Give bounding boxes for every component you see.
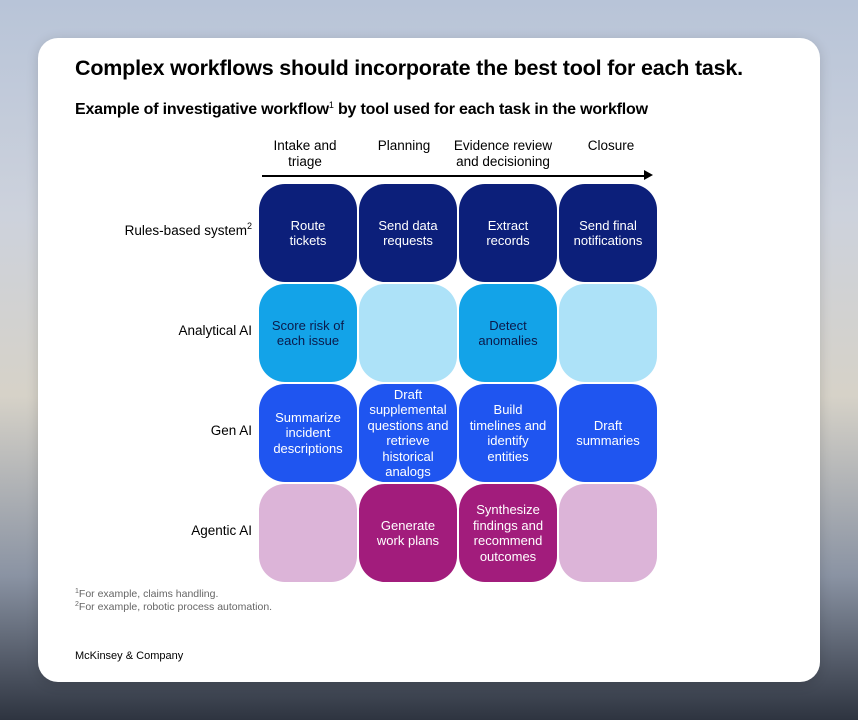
subtitle-text-end: by tool used for each task in the workfl… (333, 101, 648, 118)
cell-genai-evidence: Build timelines and identify entities (459, 384, 557, 482)
infographic-card: Complex workflows should incorporate the… (38, 38, 820, 682)
phase-closure: Closure (587, 138, 635, 153)
phase-planning: Planning (377, 138, 431, 153)
phase-evidence-review: Evidence review and decisioning (453, 138, 553, 169)
footnote-marker: 2 (75, 601, 79, 608)
subtitle-footnote-ref: 1 (328, 100, 334, 110)
subtitle-text: Example of investigative workflow (75, 101, 329, 118)
arrow-head-icon (644, 170, 653, 180)
footnotes: 1For example, claims handling. 2For exam… (75, 588, 272, 614)
row-label-gen-ai: Gen AI (210, 423, 252, 438)
brand-logo-text: McKinsey & Company (75, 650, 184, 662)
footnote-text: For example, claims handling. (78, 588, 219, 600)
cell-analytical-closure (559, 284, 657, 382)
cell-agentic-closure (559, 484, 657, 582)
row-label-rules-based: Rules-based system2 (38, 221, 252, 239)
cell-genai-closure: Draft summaries (559, 384, 657, 482)
cell-rules-evidence: Extract records (459, 184, 557, 282)
cell-agentic-planning: Generate work plans (359, 484, 457, 582)
footnote-1: 1For example, claims handling. (75, 588, 272, 601)
subtitle: Example of investigative workflow1 by to… (75, 101, 648, 119)
cell-analytical-planning (359, 284, 457, 382)
row-label-text: Rules-based system (124, 223, 247, 238)
cell-rules-planning: Send data requests (359, 184, 457, 282)
row-label-agentic-ai: Agentic AI (191, 523, 252, 538)
footnote-2: 2For example, robotic process automation… (75, 601, 272, 614)
cell-rules-closure: Send final notifications (559, 184, 657, 282)
cell-genai-intake: Summarize incident descriptions (259, 384, 357, 482)
cell-agentic-evidence: Synthesize findings and recommend outcom… (459, 484, 557, 582)
cell-agentic-intake (259, 484, 357, 582)
phase-intake-and-triage: Intake and triage (273, 138, 337, 169)
cell-analytical-evidence: Detect anomalies (459, 284, 557, 382)
cell-rules-intake: Route tickets (259, 184, 357, 282)
footnote-marker: 1 (75, 588, 79, 595)
page-title: Complex workflows should incorporate the… (75, 56, 743, 80)
cell-analytical-intake: Score risk of each issue (259, 284, 357, 382)
row-footnote-ref: 2 (246, 221, 252, 231)
row-label-analytical-ai: Analytical AI (178, 323, 252, 338)
footnote-text: For example, robotic process automation. (78, 601, 273, 613)
timeline-arrow-line (262, 175, 646, 177)
cell-genai-planning: Draft supplemental questions and retriev… (359, 384, 457, 482)
